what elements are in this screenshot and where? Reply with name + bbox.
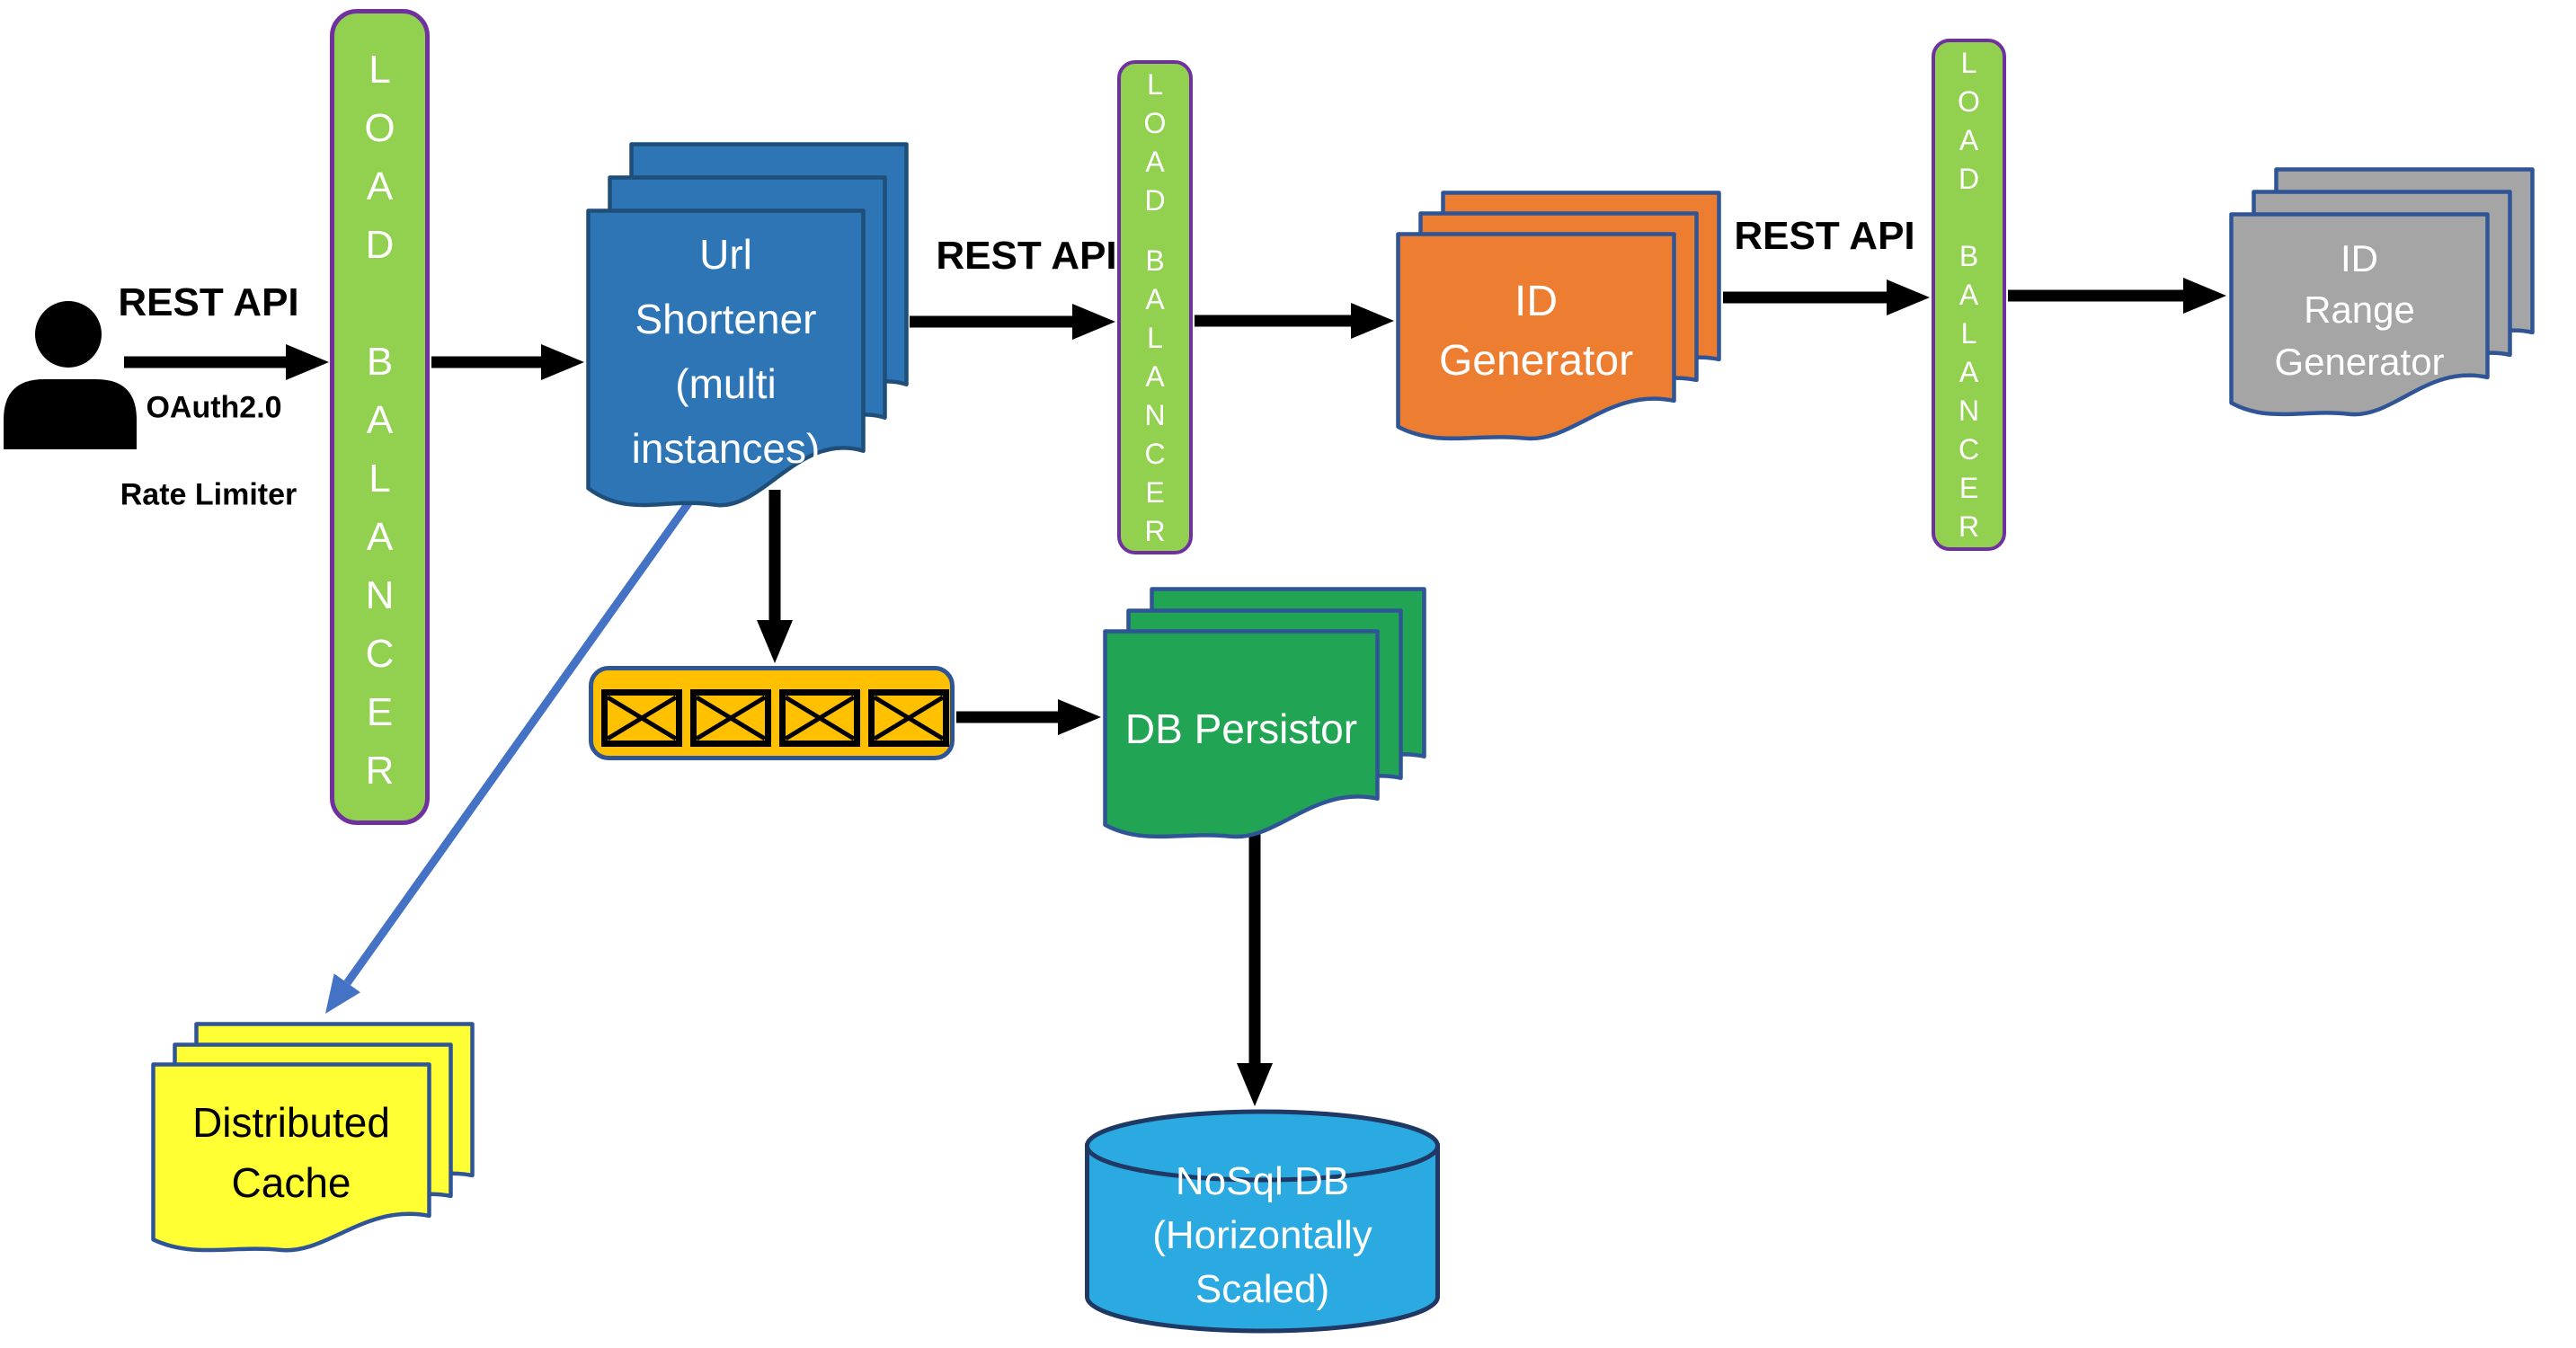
arrow-lb3-to-idrange: [2008, 278, 2226, 314]
person-icon: [2, 298, 138, 451]
nosql-db-label: NoSql DB (Horizontally Scaled): [1152, 1159, 1372, 1311]
db-persistor-node: DB Persistor: [1099, 583, 1430, 863]
url-shortener-node: Url Shortener (multi instances): [582, 138, 912, 541]
envelope-icon: [690, 688, 771, 747]
doc-sheet: [151, 1062, 431, 1253]
rate-limiter-label: Rate Limiter: [120, 477, 298, 512]
doc-sheet: [586, 208, 866, 508]
oauth-label: OAuth2.0: [146, 390, 282, 425]
envelope-icon: [868, 688, 949, 747]
id-generator-node: ID Generator: [1392, 187, 1725, 465]
rest-api-shortener-to-lb2-label: REST API: [936, 234, 1117, 278]
arrow-queue-to-dbpersistor: [956, 699, 1101, 735]
nosql-db-cylinder: NoSql DB (Horizontally Scaled): [1085, 1108, 1440, 1335]
doc-sheet: [1396, 232, 1676, 441]
arrow-lb1-to-shortener: [431, 344, 584, 380]
arrow-shortener-to-lb2: [910, 304, 1115, 340]
envelope-icon: [779, 688, 860, 747]
message-queue: [589, 666, 955, 760]
arrow-lb2-to-idgen: [1195, 303, 1394, 339]
arrow-user-to-lb1: [124, 344, 329, 380]
distributed-cache-node: Distributed Cache: [147, 1018, 478, 1274]
id-generator-label: ID Generator: [1438, 278, 1634, 386]
rest-api-idgen-to-lb3-label: REST API: [1734, 214, 1915, 258]
doc-sheet: [1103, 629, 1380, 839]
db-persistor-label: DB Persistor: [1124, 705, 1358, 752]
doc-sheet: [2229, 212, 2490, 417]
envelope-icon: [601, 688, 682, 747]
rest-api-user-to-lb1-label: REST API: [118, 280, 299, 324]
id-range-generator-node: ID Range Generator: [2225, 164, 2538, 440]
url-shortener-label: Url Shortener (multi instances): [631, 231, 821, 472]
arrow-idgen-to-lb3: [1723, 279, 1930, 315]
distributed-cache-label: Distributed Cache: [192, 1099, 390, 1207]
id-range-generator-label: ID Range Generator: [2274, 237, 2445, 383]
